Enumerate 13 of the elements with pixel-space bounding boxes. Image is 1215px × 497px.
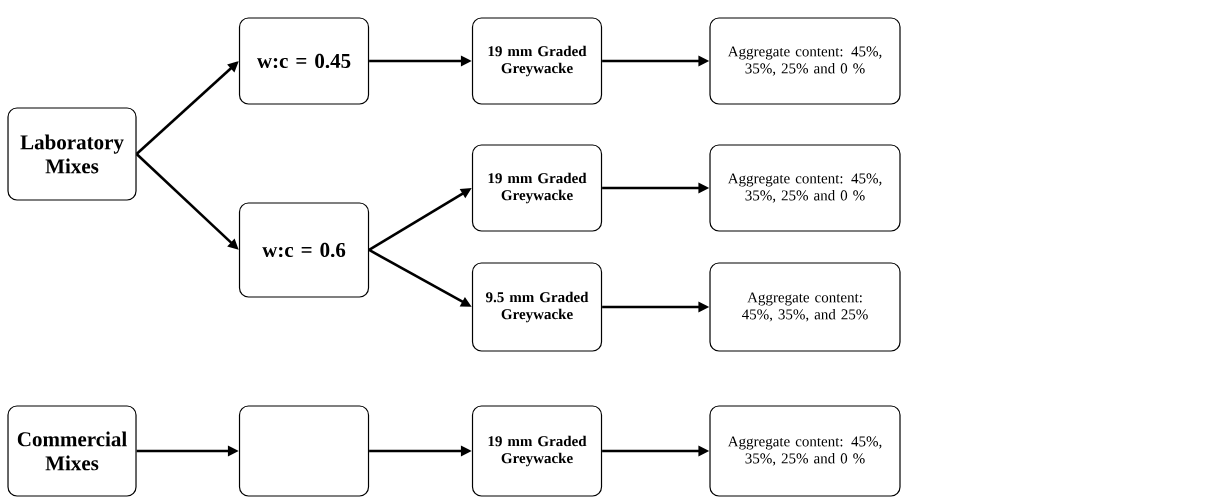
process-box: 19 mm Graded Greywacke <box>471 17 603 105</box>
result-box: Aggregate content: 45%, 35%, 25% and 0 % <box>709 17 901 105</box>
process-box <box>238 405 370 497</box>
process-box: 19 mm Graded Greywacke <box>471 405 603 497</box>
result-box: Aggregate content: 45%, 35%, 25% and 0 % <box>709 144 901 232</box>
process-box: w:c = 0.45 <box>238 17 370 105</box>
process-box: 19 mm Graded Greywacke <box>471 144 603 232</box>
process-box: Laboratory Mixes <box>7 107 137 201</box>
process-box: 9.5 mm Graded Greywacke <box>471 262 603 352</box>
process-box: w:c = 0.6 <box>238 202 370 298</box>
result-box: Aggregate content: 45%, 35%, and 25% <box>709 262 901 352</box>
result-box: Aggregate content: 45%, 35%, 25% and 0 % <box>709 405 901 497</box>
process-box: Commercial Mixes <box>7 405 137 497</box>
